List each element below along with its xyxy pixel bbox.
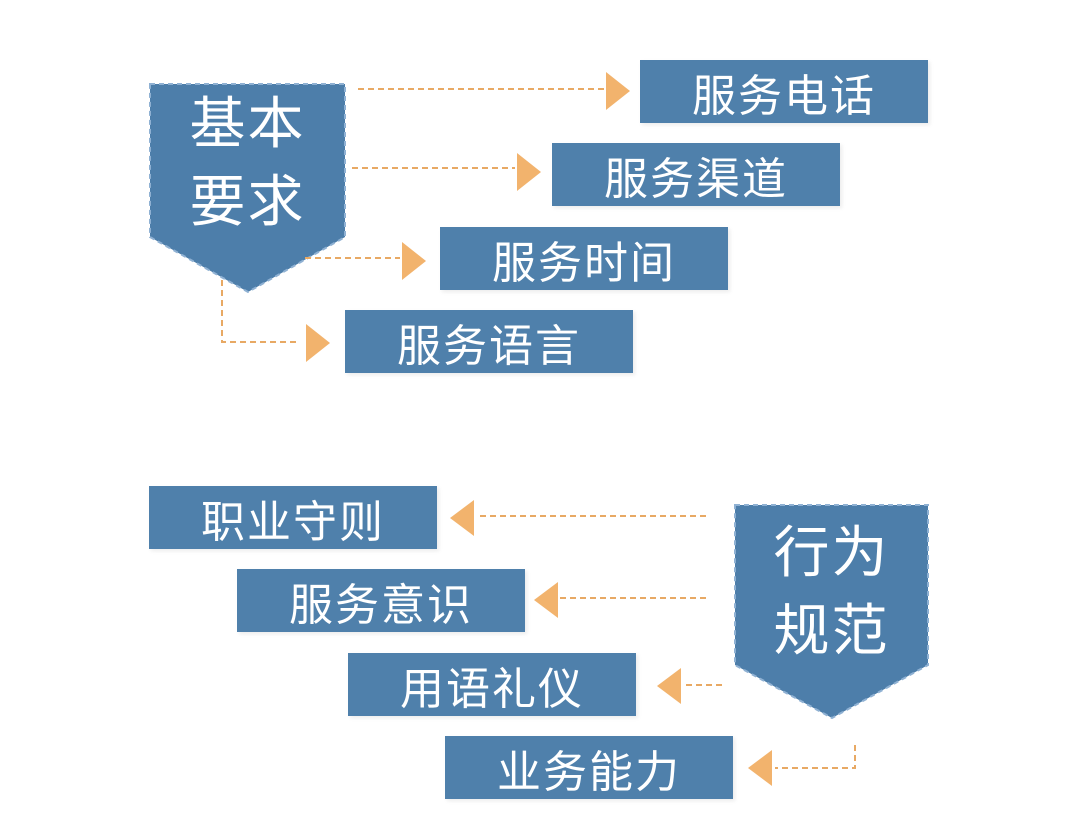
bottom-header-line2: 规范	[773, 599, 890, 664]
bottom-item-2: 服务意识	[237, 569, 525, 632]
connector-top-4	[221, 280, 300, 343]
top-item-4: 服务语言	[345, 310, 633, 373]
top-item-3: 服务时间	[440, 227, 728, 290]
bottom-item-1: 职业守则	[149, 486, 437, 549]
arrow-head-bottom-3	[657, 668, 681, 704]
arrow-head-bottom-4	[748, 750, 772, 786]
bottom-header-line1: 行为	[773, 521, 890, 586]
bottom-header-label: 行为 规范	[735, 515, 928, 671]
arrow-head-bottom-1	[450, 500, 474, 536]
arrow-head-top-3	[402, 242, 426, 280]
connector-bottom-4	[775, 745, 856, 769]
arrow-head-top-2	[517, 153, 541, 191]
top-header-line1: 基本	[189, 92, 306, 157]
bottom-item-4: 业务能力	[445, 736, 733, 799]
top-header-line2: 要求	[189, 170, 306, 235]
top-header-label: 基本 要求	[150, 86, 345, 242]
bottom-chevron-shape	[734, 504, 929, 720]
top-item-1: 服务电话	[640, 60, 928, 123]
arrow-head-top-1	[606, 72, 630, 110]
arrow-head-bottom-2	[534, 582, 558, 618]
top-item-2: 服务渠道	[552, 143, 840, 206]
bottom-item-3: 用语礼仪	[348, 653, 636, 716]
arrow-head-top-4	[306, 324, 330, 362]
top-chevron-shape	[149, 83, 346, 294]
